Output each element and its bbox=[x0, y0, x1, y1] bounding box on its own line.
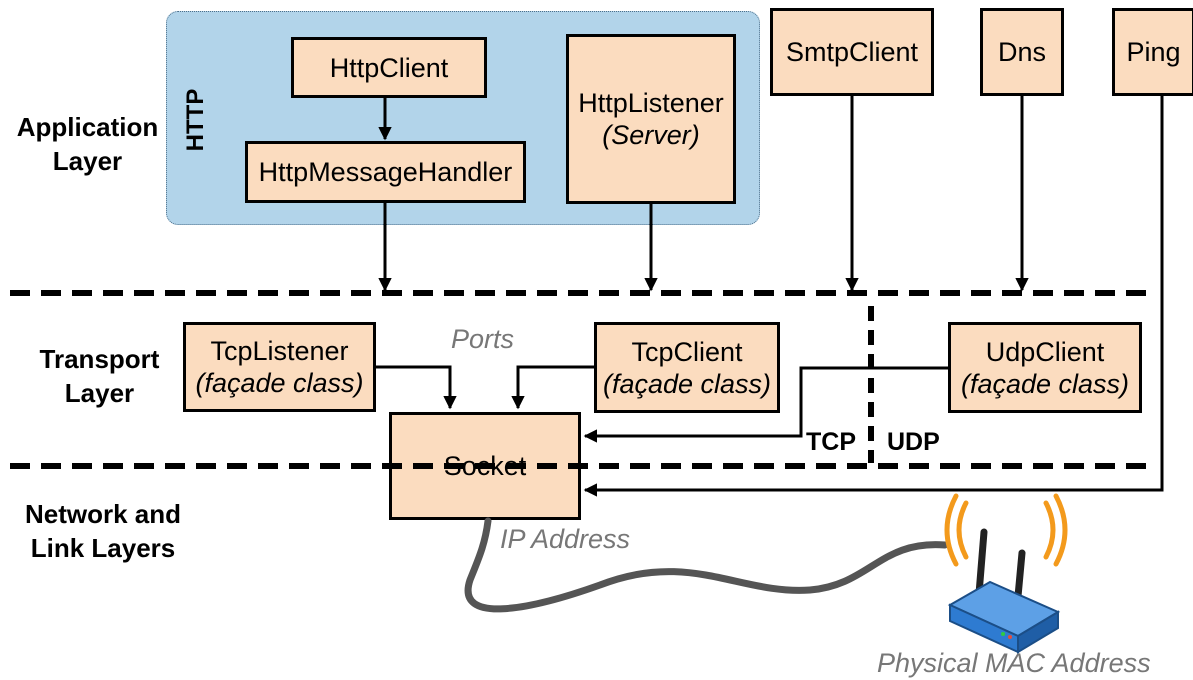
http-listener-label: HttpListener bbox=[578, 88, 724, 118]
network-layer-label-line1: Network and bbox=[24, 499, 182, 529]
ping-label: Ping bbox=[1126, 37, 1181, 67]
wifi-signal-icon bbox=[944, 493, 1068, 567]
tcp-client-box: TcpClient (façade class) bbox=[594, 322, 780, 413]
smtp-client-box: SmtpClient bbox=[770, 8, 934, 96]
http-listener-box: HttpListener (Server) bbox=[566, 34, 736, 204]
udp-client-label: UdpClient bbox=[985, 336, 1105, 367]
transport-layer-label-line1: Transport bbox=[39, 344, 160, 374]
application-layer-label: Application Layer bbox=[10, 110, 165, 178]
smtp-client-label: SmtpClient bbox=[785, 37, 919, 67]
tcpclient-to-socket-arrow bbox=[511, 365, 594, 410]
network-layer-label-line2: Link Layers bbox=[30, 533, 176, 563]
udp-client-subtitle: (façade class) bbox=[960, 368, 1130, 399]
transport-layer-label: Transport Layer bbox=[22, 342, 177, 410]
http-message-handler-label: HttpMessageHandler bbox=[258, 157, 513, 187]
tcp-listener-box: TcpListener (façade class) bbox=[183, 322, 376, 412]
application-layer-label-line2: Layer bbox=[52, 146, 123, 176]
tcp-client-label: TcpClient bbox=[631, 336, 743, 367]
physical-mac-address-annotation: Physical MAC Address bbox=[877, 648, 1151, 678]
dns-box: Dns bbox=[980, 8, 1064, 96]
tcp-label: TCP bbox=[806, 428, 856, 456]
tcp-client-subtitle: (façade class) bbox=[602, 368, 772, 399]
transport-layer-label-line2: Layer bbox=[64, 378, 135, 408]
http-listener-subtitle: (Server) bbox=[602, 120, 700, 150]
ping-box: Ping bbox=[1112, 8, 1193, 96]
ports-annotation: Ports bbox=[451, 324, 515, 354]
network-cable bbox=[464, 517, 949, 613]
tcp-listener-label: TcpListener bbox=[210, 336, 349, 366]
ip-address-annotation: IP Address bbox=[500, 524, 631, 554]
http-client-box: HttpClient bbox=[291, 37, 487, 98]
udpclient-to-socket-arrow bbox=[583, 366, 948, 443]
udp-label: UDP bbox=[887, 428, 940, 456]
http-message-handler-box: HttpMessageHandler bbox=[245, 141, 526, 203]
http-client-label: HttpClient bbox=[329, 52, 449, 83]
tcp-listener-subtitle: (façade class) bbox=[195, 368, 364, 398]
ping-to-socket-arrow bbox=[583, 96, 1164, 497]
udp-client-box: UdpClient (façade class) bbox=[948, 322, 1142, 413]
application-layer-label-line1: Application bbox=[16, 112, 159, 142]
tcplistener-to-socket-arrow bbox=[376, 365, 457, 410]
network-layer-label: Network and Link Layers bbox=[18, 497, 188, 565]
dns-label: Dns bbox=[997, 37, 1046, 67]
router-icon bbox=[947, 528, 1061, 654]
